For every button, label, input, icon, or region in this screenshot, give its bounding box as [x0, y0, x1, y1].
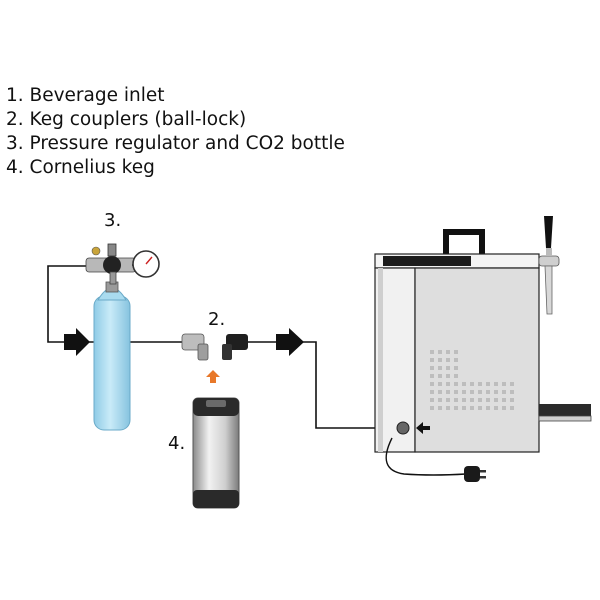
legend-item-4: 4. Cornelius keg — [6, 157, 155, 178]
cornelius-keg-icon — [192, 397, 240, 509]
pressure-regulator-icon — [85, 243, 160, 285]
co2-bottle-icon — [93, 281, 131, 431]
flow-arrow-beverage — [276, 328, 304, 356]
inlet-arrow-icon — [416, 422, 430, 434]
flow-arrow-gas — [64, 328, 90, 356]
legend-list: 1. Beverage inlet 2. Keg couplers (ball-… — [6, 84, 345, 180]
beer-cooler-icon — [374, 229, 592, 453]
label-regulator: 3. — [104, 210, 122, 231]
beer-tap-icon — [538, 216, 560, 315]
legend-item-2: 2. Keg couplers (ball-lock) — [6, 109, 247, 130]
legend-item-1: 1. Beverage inlet — [6, 85, 165, 106]
label-couplers: 2. — [208, 309, 226, 330]
power-plug-icon — [385, 437, 486, 482]
legend-item-3: 3. Pressure regulator and CO2 bottle — [6, 133, 345, 154]
keg-couplers-icon — [181, 333, 248, 361]
connect-arrow-icon — [206, 370, 220, 383]
label-keg: 4. — [168, 433, 186, 454]
